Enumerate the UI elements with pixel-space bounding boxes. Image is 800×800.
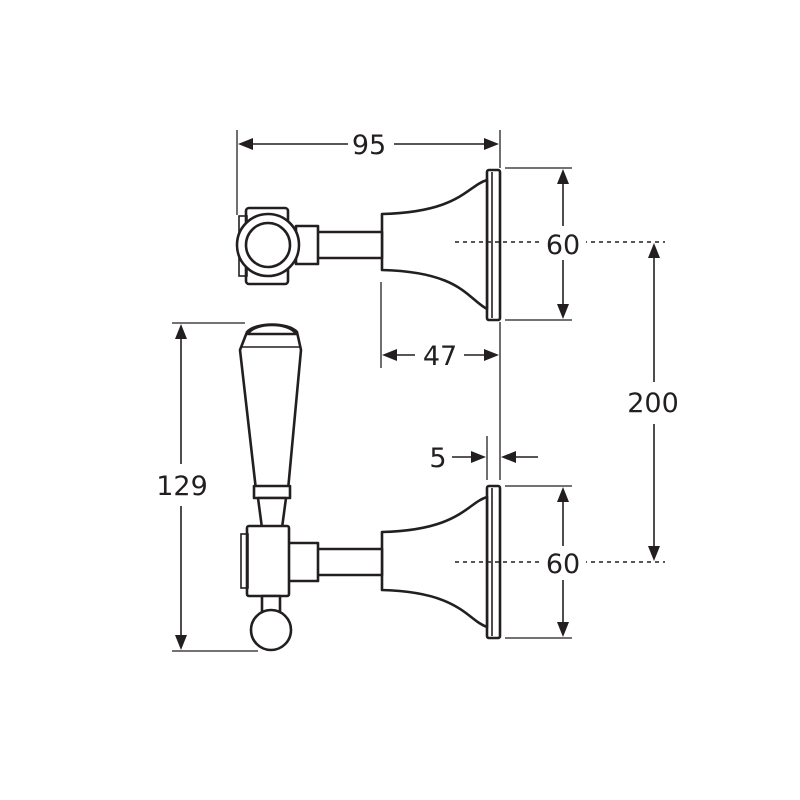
arrowhead: [484, 349, 499, 361]
lower-hub: [286, 541, 320, 583]
arrowhead: [501, 451, 516, 463]
arrowhead: [648, 546, 660, 561]
upper-spindle-shaft: [314, 230, 384, 260]
upper-valve: [235, 168, 502, 322]
upper-flange-plate: [485, 168, 502, 322]
upper-handle-end-inner: [244, 221, 292, 269]
dimension-label-47: 47: [423, 341, 457, 372]
arrowhead: [648, 243, 660, 258]
arrowhead: [238, 138, 253, 150]
dimension-47: 47: [382, 341, 499, 372]
label-background: [540, 546, 586, 580]
lever-handle-body: [238, 323, 303, 492]
dimension-label-5: 5: [429, 443, 446, 474]
arrowhead: [471, 451, 486, 463]
arrowhead: [175, 324, 187, 339]
arrowhead: [557, 622, 569, 637]
lever-handle-cap: [246, 323, 298, 336]
dimension-label-200: 200: [627, 388, 679, 419]
dimension-129: 129: [156, 324, 208, 650]
lower-handle-lip: [240, 533, 249, 589]
arrowhead: [382, 349, 397, 361]
dimension-60-lower: 60: [540, 487, 586, 637]
lower-handle-collar: [245, 524, 291, 598]
upper-bell-body: [380, 178, 489, 311]
arrowhead: [484, 138, 499, 150]
arrowhead: [557, 487, 569, 502]
arrowhead: [175, 635, 187, 650]
dimension-60-upper: 60: [540, 169, 586, 319]
extension-lines: [172, 130, 572, 652]
dimension-label-95: 95: [352, 130, 386, 161]
dimension-95: 95: [238, 130, 499, 161]
label-background: [540, 226, 586, 260]
lever-handle-neck: [256, 496, 288, 530]
dimension-200: 200: [627, 243, 679, 561]
lower-spindle-shaft: [314, 547, 384, 577]
arrowhead: [557, 304, 569, 319]
lever-handle-band: [252, 484, 292, 500]
arrowhead: [557, 169, 569, 184]
dimension-label-60-lower: 60: [546, 549, 580, 580]
dimension-label-60-upper: 60: [546, 230, 580, 261]
lower-knob-ball: [249, 608, 293, 652]
lower-valve: [238, 323, 502, 652]
lower-bell-body: [380, 495, 489, 629]
dimension-5: 5: [429, 443, 538, 474]
dimension-label-129: 129: [156, 471, 208, 502]
